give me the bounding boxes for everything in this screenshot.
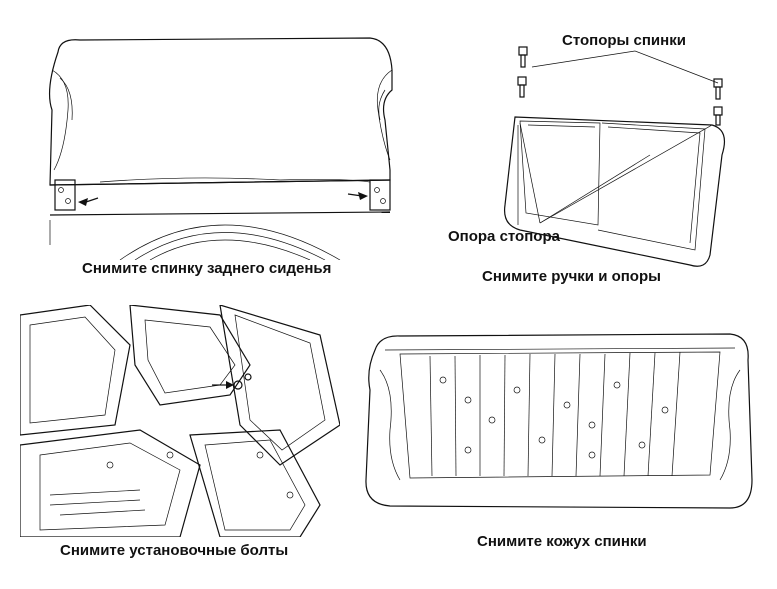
panel-remove-cover: Снимите кожух спинки <box>360 330 760 560</box>
caption-remove-cover: Снимите кожух спинки <box>477 533 647 550</box>
panel-remove-handles: Стопоры спинки Опора стопора Снимите руч… <box>440 25 750 295</box>
frame-holes <box>439 376 669 459</box>
stopper-pin <box>518 46 528 68</box>
floor-bolts-illustration <box>20 305 340 537</box>
stopper-pin <box>713 78 723 100</box>
seatback-illustration <box>48 37 393 260</box>
stopper-pin <box>517 76 527 98</box>
label-stopper-support: Опора стопора <box>448 228 560 245</box>
caption-remove-bolts: Снимите установочные болты <box>60 542 289 559</box>
caption-remove-handles: Снимите ручки и опоры <box>482 268 661 285</box>
cover-illustration <box>365 333 753 509</box>
stopper-pin <box>713 106 723 126</box>
label-seatback-stoppers: Стопоры спинки <box>562 32 686 49</box>
frame-slats <box>429 351 681 477</box>
caption-remove-seatback: Снимите спинку заднего сиденья <box>82 260 332 277</box>
panel-remove-seatback: Снимите спинку заднего сиденья <box>40 30 400 277</box>
panel-remove-bolts: Снимите установочные болты <box>20 305 340 565</box>
handles-illustration <box>503 46 725 267</box>
